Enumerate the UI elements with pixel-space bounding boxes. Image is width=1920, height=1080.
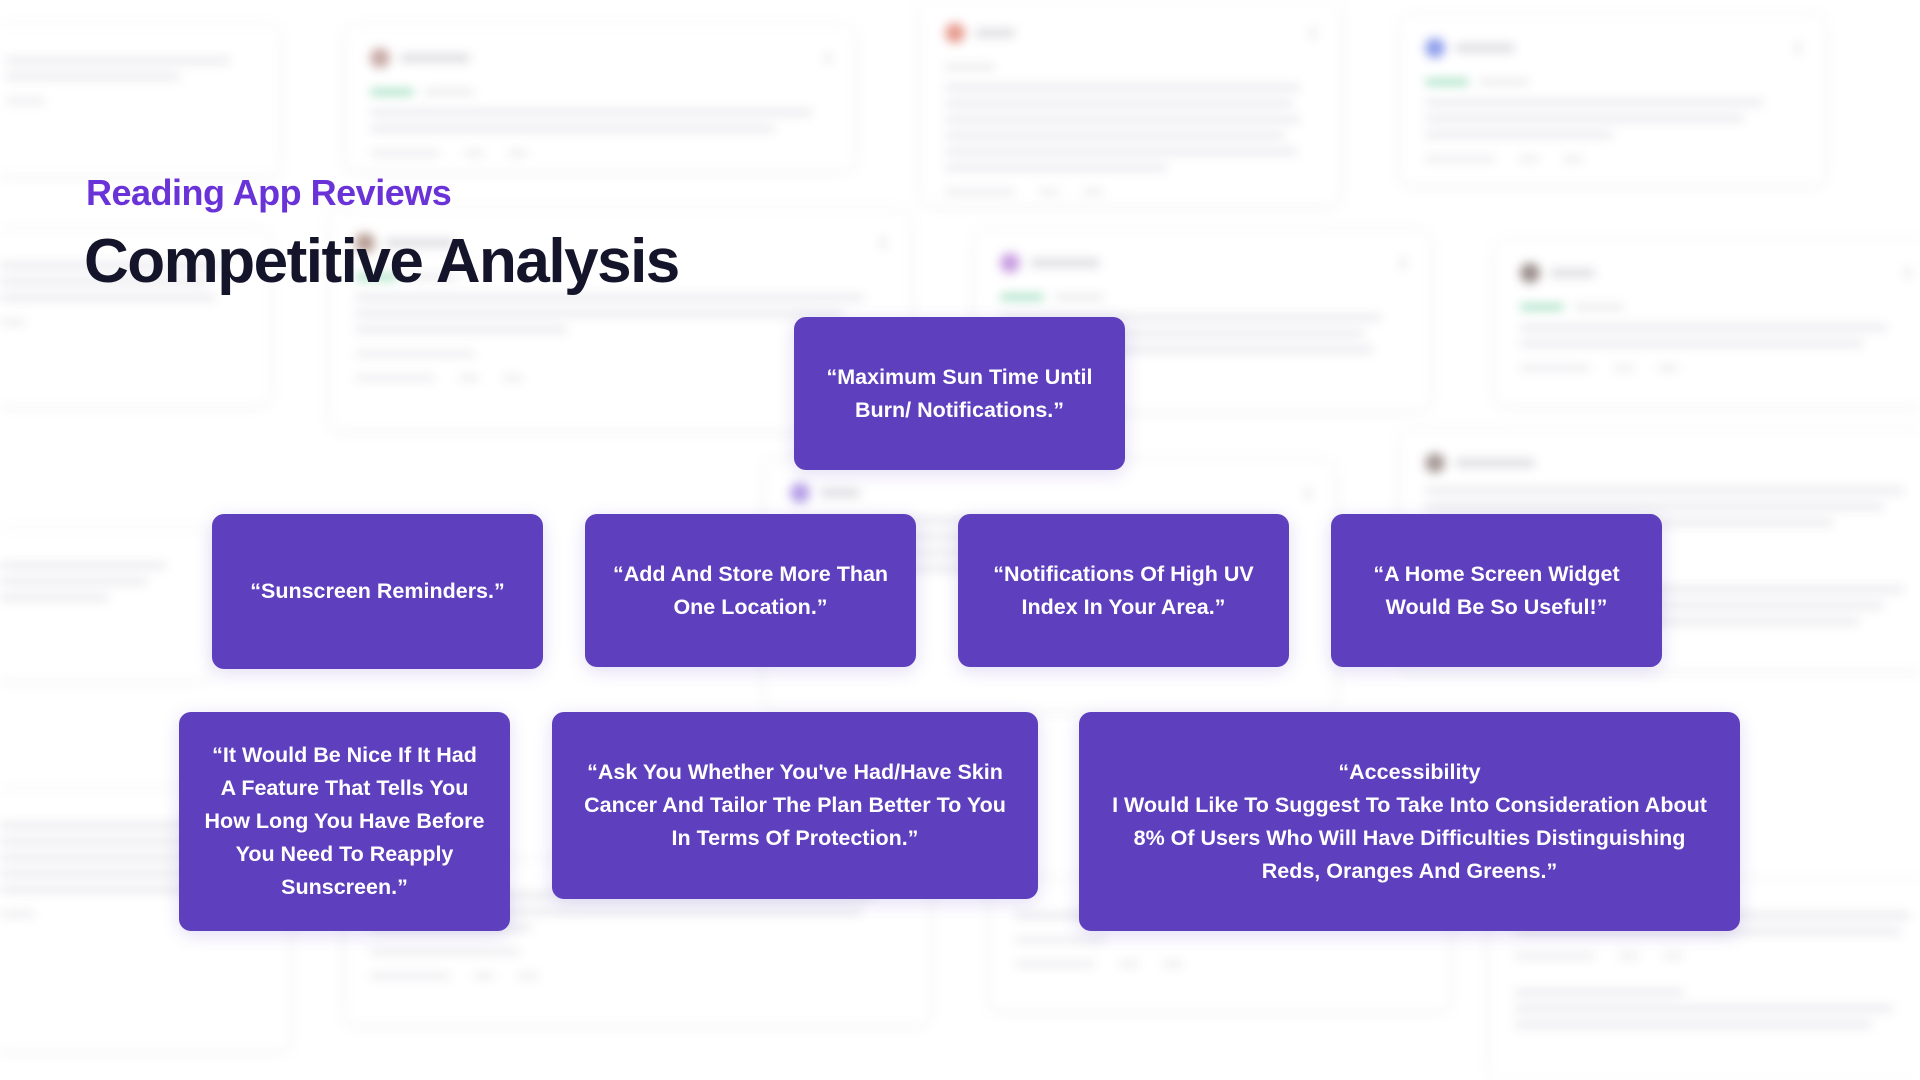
quote-card-sun-time: “Maximum Sun Time Until Burn/ Notificati… (794, 317, 1125, 470)
quote-card-sunscreen-reminders: “Sunscreen Reminders.” (212, 514, 543, 669)
background-review-card (1495, 240, 1920, 405)
background-review-card (345, 25, 855, 170)
quote-card-multiple-locations: “Add And Store More Than One Location.” (585, 514, 916, 667)
background-review-card (0, 230, 270, 405)
quote-card-home-widget: “A Home Screen Widget Would Be So Useful… (1331, 514, 1662, 667)
background-review-card (0, 530, 210, 680)
quote-card-reapply-timer: “It Would Be Nice If It Had A Feature Th… (179, 712, 510, 931)
background-review-card (0, 25, 280, 175)
background-review-card (1400, 15, 1825, 185)
subtitle: Reading App Reviews (86, 172, 452, 213)
quote-card-skin-cancer-plan: “Ask You Whether You've Had/Have Skin Ca… (552, 712, 1038, 899)
page-title: Competitive Analysis (84, 227, 680, 296)
quote-card-accessibility: “Accessibility I Would Like To Suggest T… (1079, 712, 1740, 931)
quote-card-uv-notifications: “Notifications Of High UV Index In Your … (958, 514, 1289, 667)
background-review-card (920, 0, 1340, 205)
